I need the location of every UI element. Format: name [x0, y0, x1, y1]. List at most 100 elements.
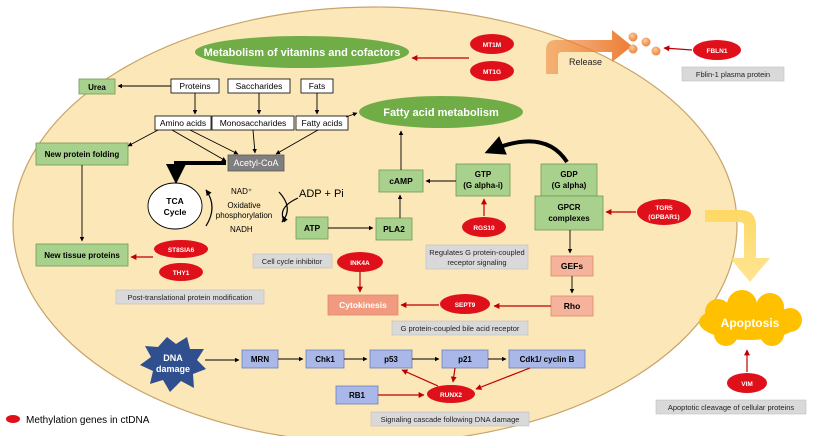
dna-damage-star: DNA damage — [140, 337, 206, 392]
svg-text:RGS10: RGS10 — [473, 225, 495, 232]
fatty-acid-oval-label: Fatty acid metabolism — [383, 107, 499, 119]
svg-text:MRN: MRN — [251, 355, 269, 364]
caption-gpcr: Regulates G protein-coupled receptor sig… — [425, 244, 529, 270]
gene-fbln1: FBLN1 — [693, 40, 741, 60]
legend-label: Methylation genes in ctDNA — [26, 415, 150, 426]
box-amino-acids: Amino acids — [154, 115, 212, 131]
svg-text:p53: p53 — [384, 355, 398, 364]
svg-text:ATP: ATP — [304, 223, 321, 233]
svg-text:Urea: Urea — [88, 83, 106, 92]
gene-rgs10: RGS10 — [462, 217, 506, 237]
svg-text:SEPT9: SEPT9 — [455, 302, 476, 309]
svg-text:Apoptosis: Apoptosis — [721, 316, 780, 330]
svg-text:Chk1: Chk1 — [315, 355, 335, 364]
gene-st8sia6: ST8SIA6 — [154, 240, 208, 258]
svg-text:ST8SIA6: ST8SIA6 — [168, 247, 195, 254]
gene-vim: VIM — [727, 373, 767, 393]
release-dots — [628, 32, 661, 56]
legend-swatch — [6, 415, 20, 423]
svg-text:receptor signaling: receptor signaling — [447, 258, 506, 267]
arrow-p21-runx2 — [450, 367, 457, 383]
svg-text:DNA: DNA — [163, 353, 183, 363]
box-gtp: GTP (G alpha-i) — [455, 163, 511, 197]
svg-text:Saccharides: Saccharides — [236, 81, 283, 91]
arrow-gdp-gtp — [484, 136, 569, 164]
box-gpcr: GPCR complexes — [534, 195, 604, 231]
vitamins-oval-label: Metabolism of vitamins and cofactors — [204, 47, 401, 59]
box-gefs: GEFs — [550, 255, 594, 277]
fatty-acid-oval — [359, 96, 523, 128]
svg-text:RUNX2: RUNX2 — [440, 392, 462, 399]
svg-text:damage: damage — [156, 364, 190, 374]
caption-cell-cycle: Cell cycle inhibitor — [252, 253, 333, 269]
label-adp-pi: ADP + Pi — [299, 188, 344, 200]
svg-text:FBLN1: FBLN1 — [707, 48, 728, 55]
gene-tgr5: TGR5 (GPBAR1) — [637, 199, 691, 225]
box-rb1: RB1 — [335, 385, 379, 405]
svg-text:THY1: THY1 — [173, 270, 190, 277]
svg-text:G protein-coupled bile acid re: G protein-coupled bile acid receptor — [401, 324, 520, 333]
caption-ptm: Post-translational protein modification — [115, 289, 265, 305]
gene-mt1g: MT1G — [470, 61, 514, 81]
box-new-tissue-proteins: New tissue proteins — [35, 243, 129, 267]
arrow-runx2-p53 — [401, 369, 439, 387]
svg-text:New protein folding: New protein folding — [45, 150, 120, 159]
box-fatty-acids: Fatty acids — [295, 115, 349, 131]
svg-text:Monosaccharides: Monosaccharides — [220, 118, 287, 128]
svg-text:Proteins: Proteins — [179, 81, 210, 91]
arrow-fatty-acetyl — [275, 129, 319, 155]
box-mrn: MRN — [241, 349, 279, 369]
box-gdp: GDP (G alpha) — [540, 163, 598, 197]
svg-text:VIM: VIM — [741, 381, 753, 388]
arrow-amino-acetyl — [189, 129, 239, 155]
svg-text:Regulates G protein-coupled: Regulates G protein-coupled — [429, 248, 524, 257]
svg-text:(G alpha): (G alpha) — [552, 181, 587, 190]
svg-text:complexes: complexes — [548, 214, 590, 223]
label-oxidative: Oxidative — [227, 201, 261, 210]
svg-text:Fats: Fats — [309, 81, 326, 91]
box-new-protein-folding: New protein folding — [35, 142, 129, 166]
arrow-mono-acetyl — [252, 129, 257, 154]
svg-text:Fatty acids: Fatty acids — [301, 118, 342, 128]
svg-text:GTP: GTP — [475, 170, 492, 179]
curve-nad — [205, 189, 213, 227]
svg-text:MT1M: MT1M — [483, 42, 501, 49]
arrow-fbln1 — [663, 45, 693, 52]
tca-cycle: TCA Cycle — [147, 182, 203, 230]
box-camp: cAMP — [378, 169, 424, 193]
label-nadh: NADH — [230, 225, 253, 234]
release-label: Release — [569, 57, 602, 67]
svg-text:GEFs: GEFs — [561, 261, 583, 271]
svg-text:Cdk1/ cyclin B: Cdk1/ cyclin B — [520, 355, 575, 364]
box-fats: Fats — [300, 78, 334, 94]
box-urea: Urea — [78, 78, 116, 95]
box-pla2: PLA2 — [375, 217, 413, 241]
svg-text:Post-translational protein mod: Post-translational protein modification — [127, 293, 252, 302]
svg-text:TGR5: TGR5 — [655, 205, 673, 212]
box-cytokinesis: Cytokinesis — [327, 294, 399, 316]
cell-body — [12, 6, 738, 436]
apoptosis-arrow — [705, 210, 770, 282]
svg-text:INK4A: INK4A — [350, 260, 370, 267]
curve-adp2 — [278, 191, 288, 223]
svg-text:(GPBAR1): (GPBAR1) — [648, 214, 679, 221]
vitamins-oval — [195, 36, 409, 68]
label-phosphorylation: phosphorylation — [216, 211, 272, 220]
box-rho: Rho — [550, 295, 594, 317]
apoptosis-cloud: Apoptosis — [699, 290, 802, 346]
svg-text:Amino acids: Amino acids — [160, 118, 206, 128]
arrow-amino-folding — [127, 129, 159, 147]
box-cdk1: Cdk1/ cyclin B — [508, 349, 586, 369]
box-atp: ATP — [295, 216, 329, 240]
arrow-cdk1-runx2 — [475, 367, 531, 390]
box-proteins: Proteins — [170, 78, 220, 94]
svg-text:Cycle: Cycle — [164, 207, 187, 217]
arrow-amino-acetyl2 — [171, 129, 227, 162]
release-arrow — [546, 30, 632, 74]
svg-text:cAMP: cAMP — [389, 176, 413, 186]
caption-fbln1: Fblin-1 plasma protein — [681, 66, 785, 82]
svg-text:TCA: TCA — [166, 196, 183, 206]
caption-dna-cascade: Signaling cascade following DNA damage — [370, 411, 530, 427]
box-saccharides: Saccharides — [227, 78, 291, 94]
